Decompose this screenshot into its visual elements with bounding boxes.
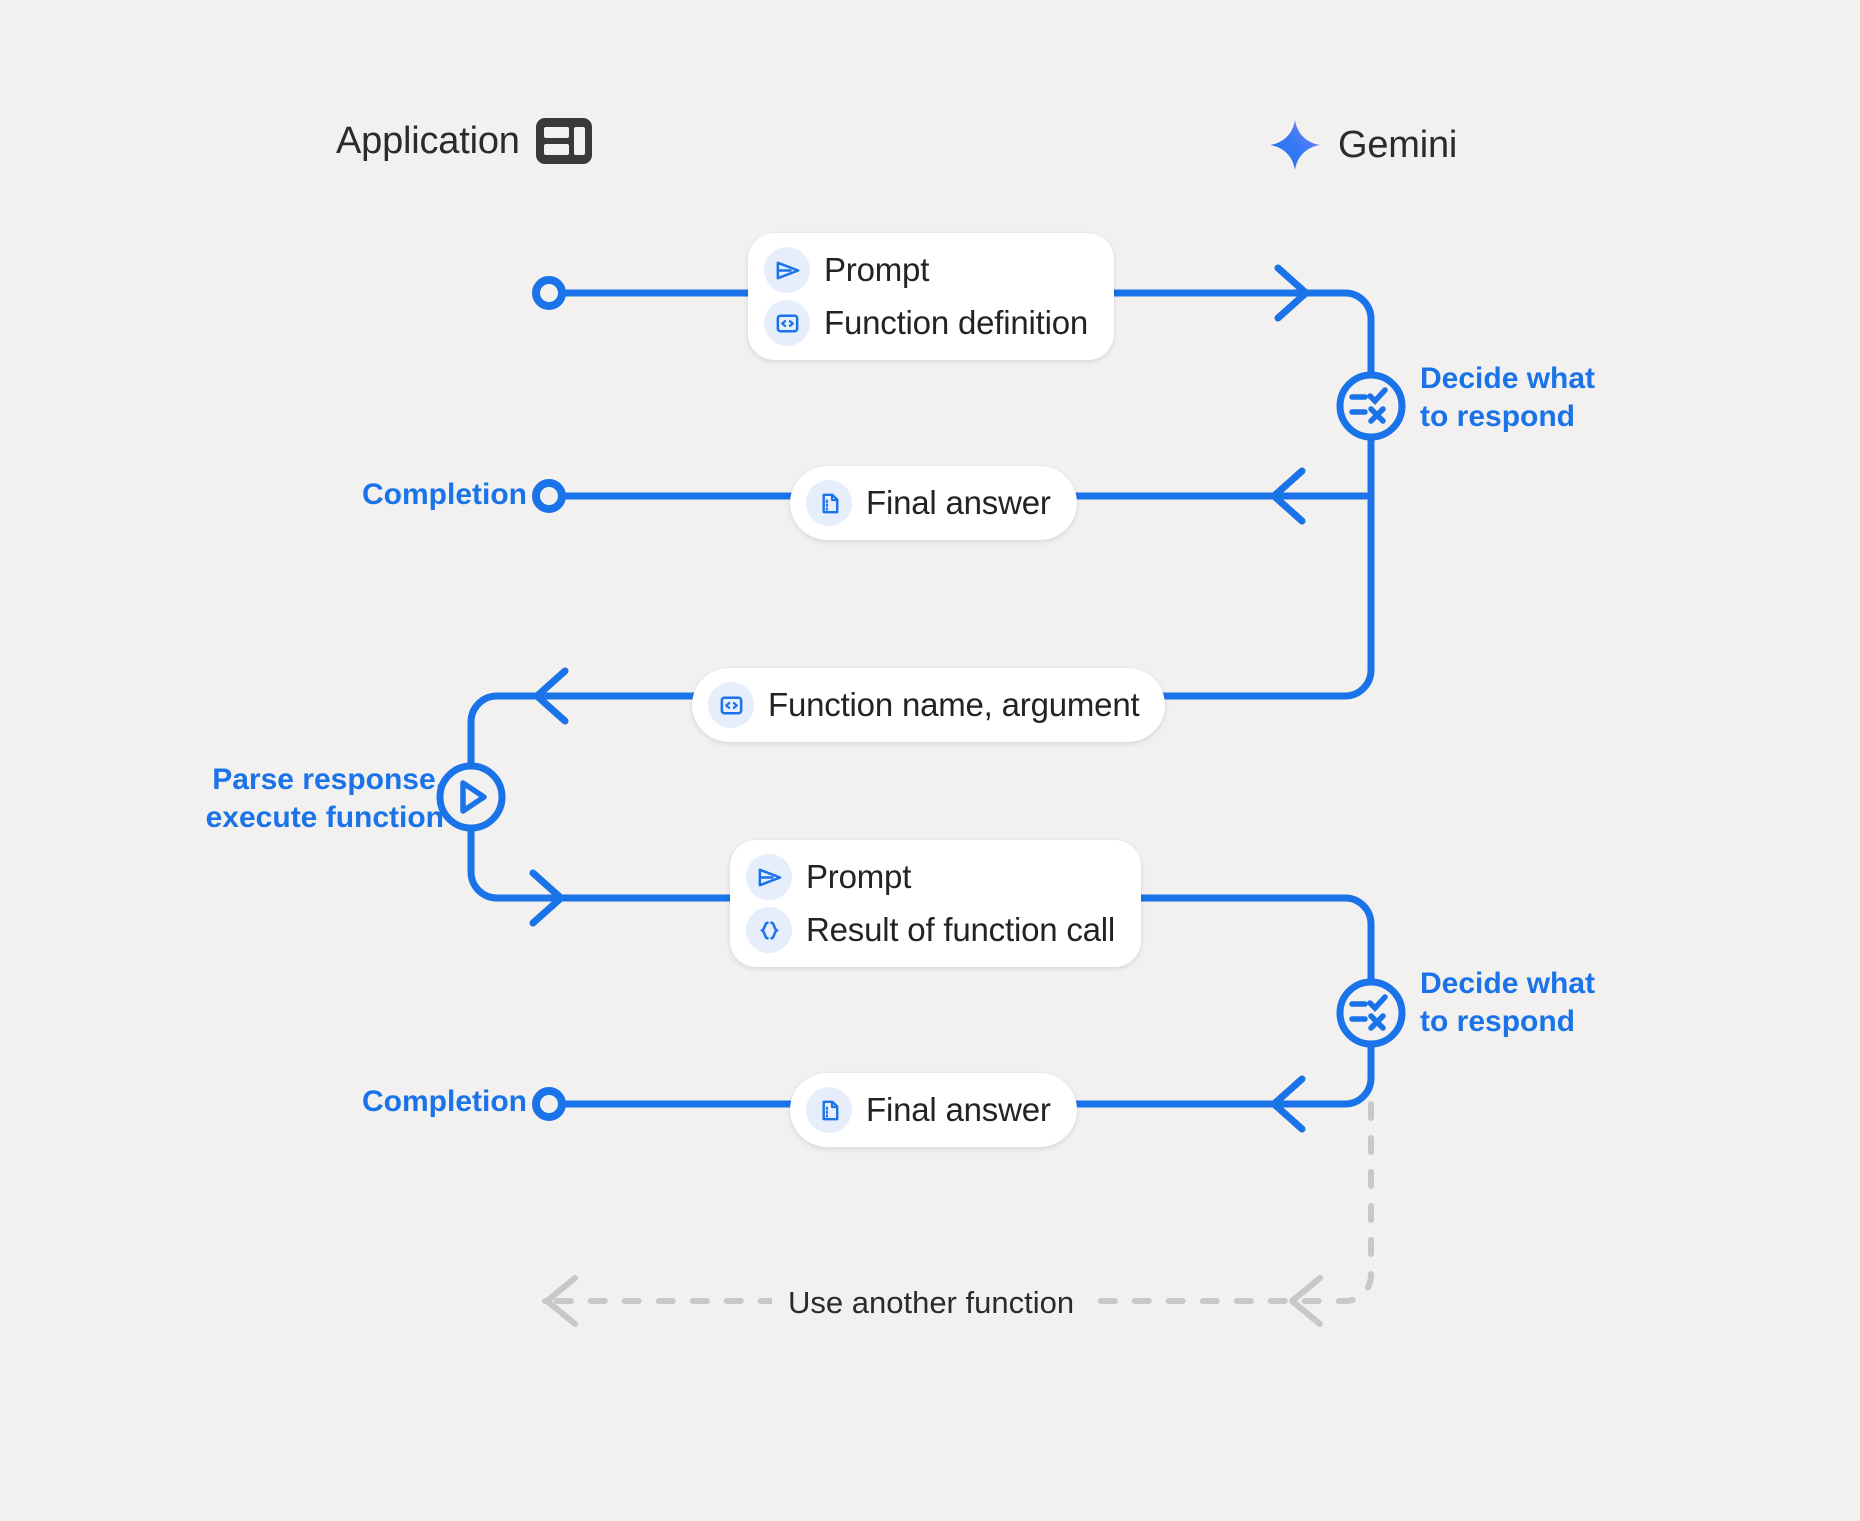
bubble-row: Prompt <box>764 247 1088 293</box>
arrowhead-left-final-1 <box>1270 467 1306 525</box>
arrowhead-right-prompt-1 <box>1274 264 1310 322</box>
arrowhead-right-prompt-2 <box>529 869 565 927</box>
arrowhead-dashed-application <box>544 1275 578 1327</box>
flow-gemini-decide2-in <box>1286 894 1375 986</box>
bubble-row-label: Function name, argument <box>768 686 1140 723</box>
bubble-row: Function name, argument <box>708 682 1140 728</box>
bubble-row-label: Prompt <box>806 858 912 895</box>
bubble-row-label: Prompt <box>824 251 930 288</box>
bubble-row: Final answer <box>806 480 1051 526</box>
header-gemini-label: Gemini <box>1338 123 1458 166</box>
gemini-sparkle-icon <box>1268 118 1322 172</box>
code-brackets-icon <box>708 682 754 728</box>
curly-braces-icon <box>746 907 792 953</box>
arrowhead-dashed-gemini <box>1289 1275 1323 1327</box>
bubble-row: Prompt <box>746 854 1115 900</box>
flow-function-name-arg <box>467 692 1294 769</box>
header-application-label: Application <box>336 119 520 162</box>
header-application: Application <box>336 118 592 164</box>
lifeline-start-dots <box>532 276 566 1121</box>
bubble-row: Result of function call <box>746 907 1115 953</box>
annotation-completion-1: Completion <box>362 478 527 511</box>
header-gemini: Gemini <box>1268 118 1457 172</box>
dashboard-layout-icon <box>535 118 592 164</box>
annotation-decide-1: Decide what to respond <box>1420 362 1596 434</box>
decide-what-to-respond-node-1 <box>1336 371 1406 441</box>
decide-what-to-respond-node-2 <box>1336 978 1406 1048</box>
flow-gemini-decide1-in <box>1286 289 1375 379</box>
annotation-decide-2: Decide what to respond <box>1420 967 1596 1039</box>
flow-final-answer-2 <box>545 1040 1375 1108</box>
document-icon <box>806 1087 852 1133</box>
bubble-row: Function definition <box>764 300 1088 346</box>
annotation-parse-execute: Parse response, execute function <box>205 763 444 835</box>
document-icon <box>806 480 852 526</box>
flow-decide1-out <box>1286 433 1375 700</box>
parse-execute-node <box>436 762 506 832</box>
annotation-completion-2: Completion <box>362 1085 527 1118</box>
message-bubble-final-answer-1[interactable]: Final answer <box>790 466 1077 540</box>
use-another-function-label: Use another function <box>772 1285 1091 1321</box>
message-bubble-prompt-function-definition[interactable]: Prompt Function definition <box>748 233 1115 360</box>
bubble-row: Final answer <box>806 1087 1051 1133</box>
send-prompt-icon <box>746 854 792 900</box>
send-prompt-icon <box>764 247 810 293</box>
message-bubble-function-name-argument[interactable]: Function name, argument <box>692 668 1166 742</box>
bubble-row-label: Function definition <box>824 304 1089 341</box>
arrowhead-left-final-2 <box>1270 1075 1306 1133</box>
message-bubble-prompt-result-of-function-call[interactable]: Prompt Result of function call <box>730 840 1142 967</box>
bubble-row-label: Result of function call <box>806 911 1116 948</box>
bubble-row-label: Final answer <box>866 1091 1051 1128</box>
bubble-row-label: Final answer <box>866 484 1051 521</box>
flow-execute-to-gemini <box>467 825 1294 902</box>
message-bubble-final-answer-2[interactable]: Final answer <box>790 1073 1077 1147</box>
code-brackets-icon <box>764 300 810 346</box>
arrowhead-left-funcname <box>533 667 569 725</box>
